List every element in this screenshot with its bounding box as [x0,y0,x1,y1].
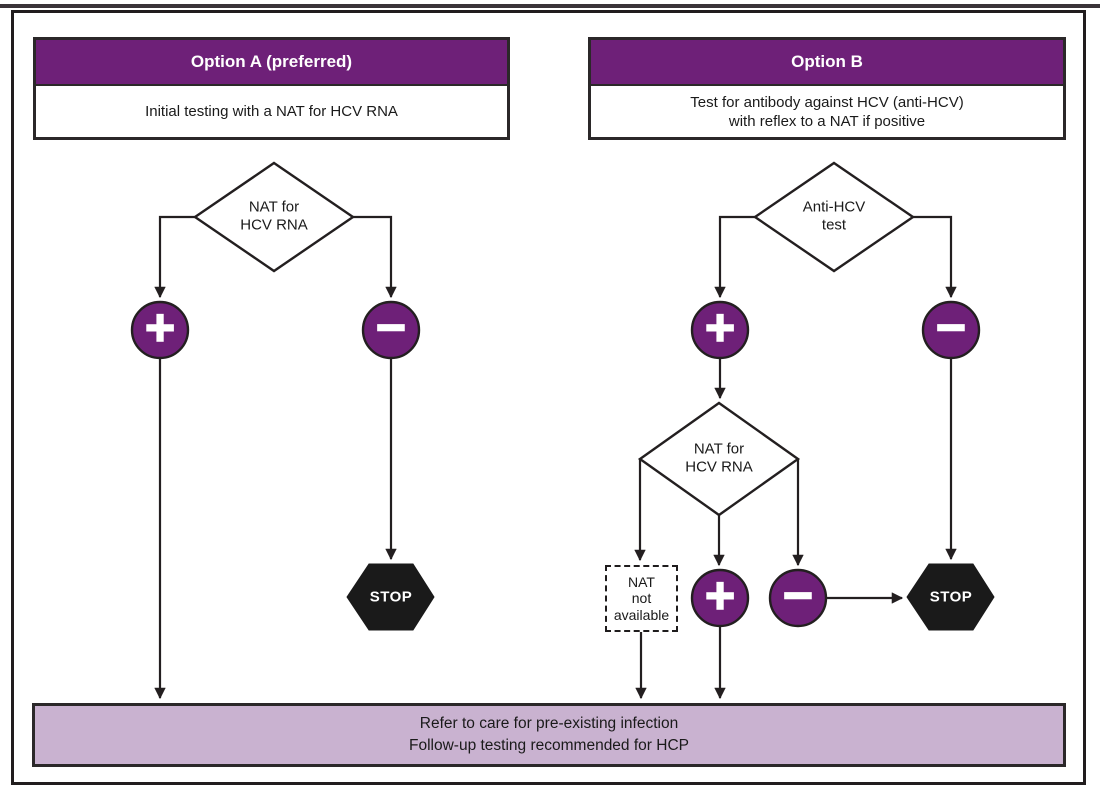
diamond-a-nat-hcv-rna [192,161,356,273]
diamond-b2-label: NAT for HCV RNA [685,440,753,476]
top-rule-bar [0,4,1100,8]
diamond-a-label: NAT for HCV RNA [240,198,308,234]
stop-b-label: STOP [929,588,973,606]
option-a-title: Option A (preferred) [36,40,507,86]
stop-hexagon-a [346,563,435,631]
diamond-b-anti-hcv-test [752,161,916,273]
circle-a-positive [130,300,190,360]
arrow-a-decision-to-negative [353,215,397,299]
outcome-line2: Follow-up testing recommended for HCP [409,737,689,754]
arrow-b-decision1-to-positive [714,215,755,299]
option-b-box: Option B Test for antibody against HCV (… [588,37,1066,140]
plus-icon: + [704,298,736,357]
outcome-line1: Refer to care for pre-existing infection [419,715,679,733]
outcome-box: Refer to care for pre-existing infection… [32,703,1066,767]
arrow-b-decision1-to-negative [913,215,957,299]
nat-not-available-box: NAT not available [605,565,678,632]
diamond-b1-label: Anti-HCV test [802,198,866,234]
minus-icon: − [782,566,814,625]
option-a-box: Option A (preferred) Initial testing wit… [33,37,510,140]
circle-b-positive1 [690,300,750,360]
option-b-title: Option B [591,40,1063,86]
stop-hexagon-b [906,563,995,631]
circle-b-positive2 [690,568,750,628]
plus-icon: + [704,566,736,625]
diamond-b-nat-hcv-rna [637,401,801,517]
plus-icon: + [144,298,176,357]
option-a-description: Initial testing with a NAT for HCV RNA [145,103,398,121]
circle-a-negative [361,300,421,360]
minus-icon: − [935,298,967,357]
circle-b-negative1 [921,300,981,360]
option-b-description: Test for antibody against HCV (anti-HCV)… [690,93,964,131]
arrow-a-decision-to-positive [154,215,195,299]
stop-a-label: STOP [369,588,413,606]
circle-b-negative2 [768,568,828,628]
minus-icon: − [375,298,407,357]
figure-border [11,10,1086,785]
